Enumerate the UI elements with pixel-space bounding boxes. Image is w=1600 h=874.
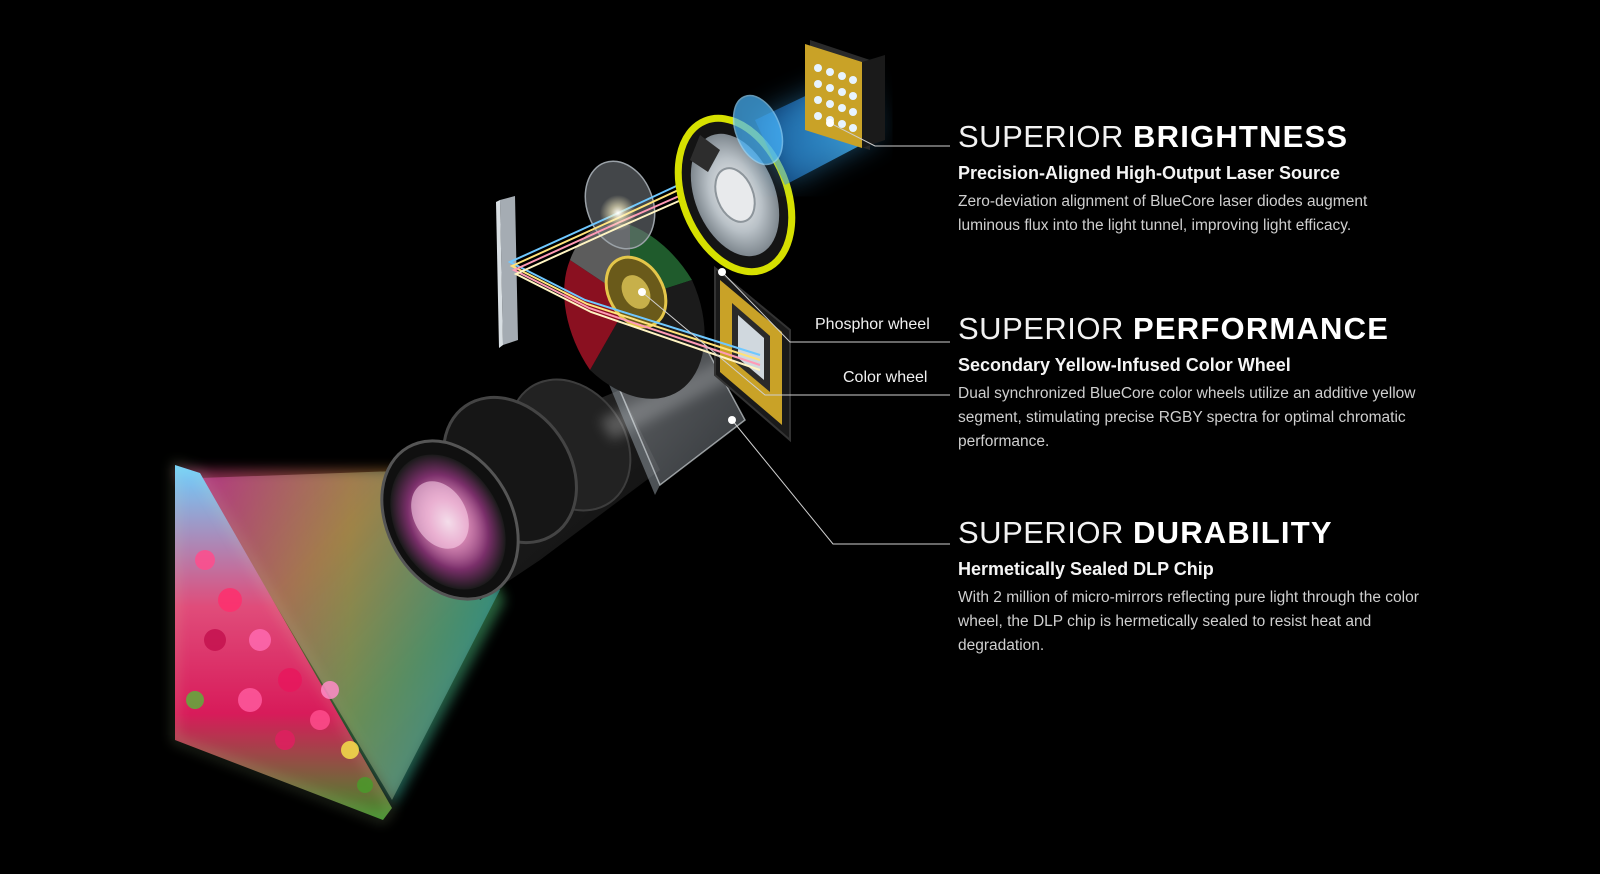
projection-lens bbox=[380, 378, 660, 601]
color-wheel-callout-line bbox=[641, 291, 950, 396]
section-description: With 2 million of micro-mirrors reflecti… bbox=[958, 589, 1419, 654]
section-brightness: SUPERIOR BRIGHTNESS Precision-Aligned Hi… bbox=[958, 119, 1478, 238]
title-light: SUPERIOR bbox=[958, 119, 1124, 154]
section-title: SUPERIOR PERFORMANCE bbox=[958, 311, 1478, 347]
title-light: SUPERIOR bbox=[958, 311, 1124, 346]
light-beams bbox=[507, 174, 761, 371]
section-subtitle: Precision-Aligned High-Output Laser Sour… bbox=[958, 163, 1341, 183]
section-performance: SUPERIOR PERFORMANCE Secondary Yellow-In… bbox=[958, 311, 1478, 454]
section-title: SUPERIOR DURABILITY bbox=[958, 515, 1478, 551]
brightness-callout-line bbox=[829, 122, 950, 147]
title-bold: PERFORMANCE bbox=[1133, 311, 1390, 346]
section-durability: SUPERIOR DURABILITY Hermetically Sealed … bbox=[958, 515, 1478, 658]
projected-image-screen bbox=[174, 463, 394, 822]
title-bold: DURABILITY bbox=[1133, 515, 1333, 550]
section-subtitle: Hermetically Sealed DLP Chip bbox=[958, 559, 1214, 579]
durability-callout-line bbox=[731, 419, 950, 545]
callout-dots bbox=[638, 119, 834, 424]
section-description: Dual synchronized BlueCore color wheels … bbox=[958, 385, 1416, 450]
title-light: SUPERIOR bbox=[958, 515, 1124, 550]
color-wheel bbox=[564, 223, 705, 399]
color-wheel-label: Color wheel bbox=[843, 369, 928, 386]
phosphor-wheel-label: Phosphor wheel bbox=[815, 316, 930, 333]
section-description: Zero-deviation alignment of BlueCore las… bbox=[958, 193, 1368, 234]
bluecore-laser-source bbox=[805, 40, 885, 150]
title-bold: BRIGHTNESS bbox=[1133, 119, 1349, 154]
callout-lines bbox=[641, 122, 950, 545]
fold-mirror bbox=[496, 196, 518, 348]
section-subtitle: Secondary Yellow-Infused Color Wheel bbox=[958, 355, 1291, 375]
phosphor-wheel-callout-line bbox=[721, 271, 950, 343]
section-title: SUPERIOR BRIGHTNESS bbox=[958, 119, 1478, 155]
